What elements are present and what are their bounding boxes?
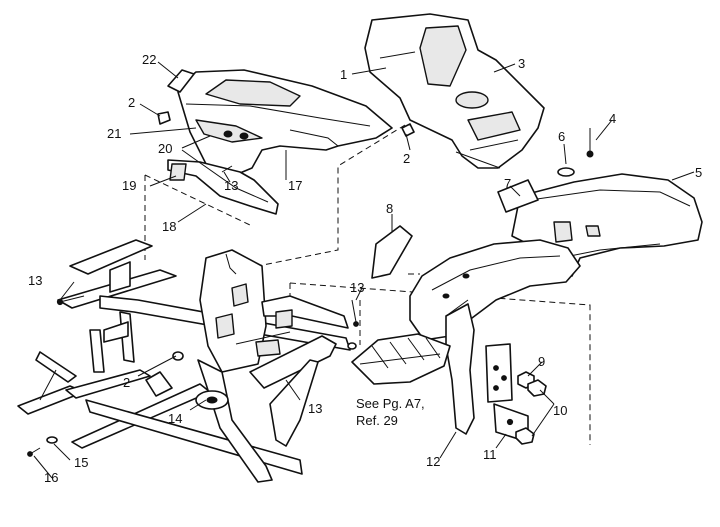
callout-2-frame: 2 bbox=[123, 375, 130, 390]
reference-note-line-2: Ref. 29 bbox=[356, 413, 398, 428]
callout-13-frame-right: 13 bbox=[308, 401, 322, 416]
part-front-fender bbox=[409, 239, 581, 341]
callout-21: 21 bbox=[107, 126, 121, 141]
part-front-panel bbox=[177, 69, 393, 179]
callout-18: 18 bbox=[162, 219, 176, 234]
callout-16: 16 bbox=[44, 470, 58, 485]
part-bolt-4 bbox=[557, 128, 594, 177]
callout-2-top-center: 2 bbox=[403, 151, 410, 166]
callout-12: 12 bbox=[426, 454, 440, 469]
callout-22: 22 bbox=[142, 52, 156, 67]
callout-5: 5 bbox=[695, 165, 702, 180]
part-mud-flap bbox=[445, 303, 513, 435]
callout-9: 9 bbox=[538, 354, 545, 369]
part-decal-7 bbox=[497, 179, 539, 213]
callout-3: 3 bbox=[518, 56, 525, 71]
callout-15: 15 bbox=[74, 455, 88, 470]
reference-note-line-1: See Pg. A7, bbox=[356, 396, 425, 411]
reference-note: See Pg. A7, Ref. 29 bbox=[356, 396, 425, 428]
callout-10: 10 bbox=[553, 403, 567, 418]
callout-19: 19 bbox=[122, 178, 136, 193]
callout-14: 14 bbox=[168, 411, 182, 426]
callout-11: 11 bbox=[483, 447, 497, 462]
callout-13-frame-left: 13 bbox=[28, 273, 42, 288]
part-decal-22 bbox=[167, 69, 195, 93]
part-bracket-18 bbox=[167, 149, 279, 215]
part-decal-8 bbox=[371, 225, 413, 279]
part-hardware bbox=[27, 111, 415, 457]
callout-7: 7 bbox=[504, 176, 511, 191]
callout-1: 1 bbox=[340, 67, 347, 82]
callout-labels: 1 2 2 2 3 4 5 6 7 8 9 10 11 12 13 13 13 … bbox=[28, 52, 702, 485]
callout-2-top-left: 2 bbox=[128, 95, 135, 110]
part-rear-cover bbox=[364, 13, 545, 169]
callout-6: 6 bbox=[558, 129, 565, 144]
part-footrest bbox=[351, 333, 451, 385]
part-main-frame bbox=[17, 239, 351, 483]
callout-8: 8 bbox=[386, 201, 393, 216]
callout-13-panel: 13 bbox=[224, 178, 238, 193]
callout-13-footrest: 13 bbox=[350, 280, 364, 295]
callout-20: 20 bbox=[158, 141, 172, 156]
callout-17: 17 bbox=[288, 178, 302, 193]
part-nuts bbox=[515, 371, 547, 445]
leader-lines bbox=[33, 61, 695, 479]
callout-4: 4 bbox=[609, 111, 616, 126]
